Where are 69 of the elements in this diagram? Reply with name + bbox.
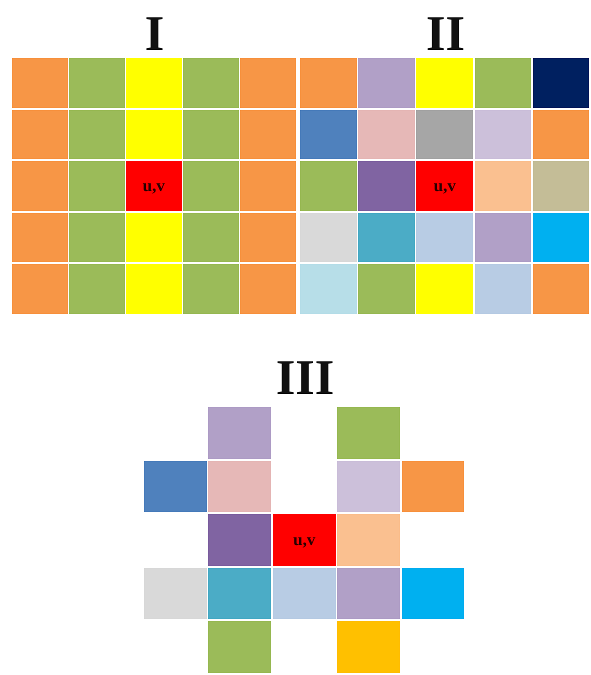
grid-cell [416, 58, 474, 108]
grid-cell [183, 110, 238, 160]
grid-cell [416, 110, 474, 160]
grid-cell [300, 212, 357, 262]
highlighted-grid-cell: u,v [126, 161, 182, 211]
grid-cell [337, 621, 400, 673]
grid-cell [69, 264, 124, 314]
grid-cell [300, 110, 357, 160]
grid-cell [208, 621, 272, 673]
grid-cell [416, 264, 474, 314]
panel-heading: III [274, 352, 336, 402]
panel-heading: II [425, 8, 466, 58]
grid-cell [300, 58, 357, 108]
grid-cell [126, 58, 182, 108]
highlighted-grid-cell: u,v [272, 514, 336, 566]
grid-cell [183, 58, 238, 108]
grid-cell [532, 264, 590, 314]
grid-cell [474, 58, 532, 108]
grid-cell [402, 460, 464, 512]
grid-cell [532, 161, 590, 211]
grid-cell [208, 460, 272, 512]
panel-heading: I [144, 8, 166, 58]
grid-cell [416, 212, 474, 262]
grid-cell [183, 212, 238, 262]
grid-cell [183, 161, 238, 211]
grid-cell [337, 407, 400, 459]
grid-cell [240, 212, 296, 262]
grid-cell [240, 58, 296, 108]
grid-cell [474, 212, 532, 262]
grid-cell [532, 58, 590, 108]
grid-cell [474, 110, 532, 160]
grid-cell [474, 264, 532, 314]
grid-cell [69, 161, 124, 211]
grid-cell [183, 264, 238, 314]
grid-cell [208, 568, 272, 620]
grid-cell [358, 212, 415, 262]
grid-cell [337, 568, 400, 620]
grid-cell [208, 407, 272, 459]
grid-cell [358, 264, 415, 314]
grid-cell [69, 212, 124, 262]
grid-cell [12, 161, 68, 211]
grid-cell [208, 514, 272, 566]
grid-cell [474, 161, 532, 211]
grid-cell [126, 264, 182, 314]
grid-cell [12, 58, 68, 108]
grid-cell [126, 212, 182, 262]
grid-cell [300, 161, 357, 211]
grid-cell [358, 110, 415, 160]
grid-cell [272, 568, 336, 620]
grid-cell [12, 212, 68, 262]
grid-cell [337, 514, 400, 566]
grid-cell [532, 110, 590, 160]
grid-cell [69, 58, 124, 108]
grid-cell [402, 568, 464, 620]
grid-cell [240, 264, 296, 314]
grid-cell [240, 161, 296, 211]
grid-cell [337, 460, 400, 512]
grid-cell [69, 110, 124, 160]
grid-cell [144, 568, 207, 620]
grid-cell [12, 110, 68, 160]
grid-cell [126, 110, 182, 160]
grid-cell [12, 264, 68, 314]
highlighted-grid-cell: u,v [416, 161, 474, 211]
grid-cell [240, 110, 296, 160]
grid-cell [300, 264, 357, 314]
grid-cell [144, 460, 207, 512]
grid-cell [358, 161, 415, 211]
grid-cell [358, 58, 415, 108]
grid-cell [532, 212, 590, 262]
